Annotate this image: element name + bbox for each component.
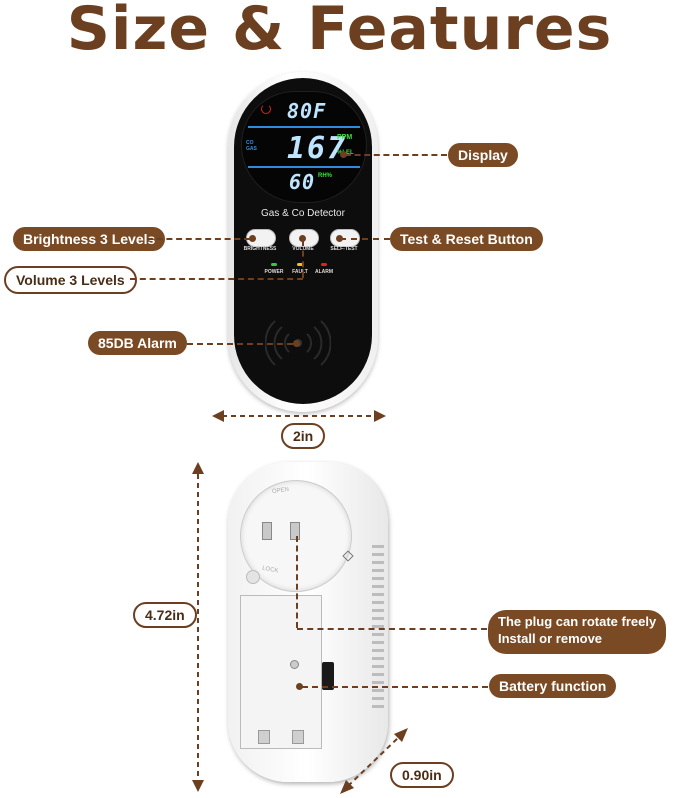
width-label: 2in [281, 423, 326, 449]
callout-test-reset-dot [336, 235, 343, 242]
lcd-divider-bottom [248, 166, 360, 168]
side-vent [372, 681, 384, 684]
callout-plug-vline [296, 536, 298, 628]
callout-brightness-line [147, 238, 250, 240]
battery-compartment [240, 595, 322, 749]
power-icon [261, 104, 271, 114]
side-vent [372, 577, 384, 580]
battery-contact-right [292, 730, 304, 744]
power-led-label: POWER [264, 269, 284, 275]
callout-volume-dot [299, 235, 306, 242]
device-name: Gas & Co Detector [261, 208, 345, 219]
side-vent [372, 545, 384, 548]
screw-hole [246, 570, 260, 584]
rh-unit: RH% [318, 173, 333, 179]
callout-battery: Battery function [489, 674, 617, 698]
side-vent [372, 705, 384, 708]
callout-display-line [345, 154, 447, 156]
callout-plug-line [297, 628, 487, 630]
side-vent [372, 593, 384, 596]
battery-screw [290, 660, 299, 669]
side-vent [372, 553, 384, 556]
humidity-readout: 60 [289, 170, 316, 194]
callout-volume: Volume 3 Levels [4, 266, 137, 294]
depth-arrow [340, 728, 408, 794]
co-gas-label: CO GAS [246, 140, 257, 152]
side-vent [372, 641, 384, 644]
alarm-led-label: ALARM [314, 269, 334, 275]
callout-display-dot [340, 151, 347, 158]
depth-label: 0.90in [390, 762, 454, 788]
callout-plug-line1: The plug can rotate freely [498, 614, 657, 629]
callout-volume-line [130, 278, 303, 280]
side-vent [372, 689, 384, 692]
callout-battery-line [302, 686, 488, 688]
plug-prong-left [262, 522, 272, 540]
side-vent [372, 625, 384, 628]
battery-contact-left [258, 730, 270, 744]
side-vent [372, 569, 384, 572]
alarm-led [321, 263, 327, 266]
ppm-readout: 167 [287, 131, 348, 166]
callout-plug: The plug can rotate freely Install or re… [488, 610, 667, 654]
callout-alarm-line [187, 343, 293, 345]
side-vent [372, 673, 384, 676]
fault-led [297, 263, 303, 266]
side-vent [372, 561, 384, 564]
self-test-button-label: SELF-TEST [330, 246, 358, 252]
power-led [271, 263, 277, 266]
callout-battery-dot [296, 683, 303, 690]
height-label: 4.72in [133, 602, 197, 628]
page-title: Size & Features [66, 0, 613, 64]
side-vent [372, 697, 384, 700]
temperature-readout: 80F [287, 99, 327, 123]
ppm-unit: PPM [337, 134, 353, 141]
side-vent [372, 585, 384, 588]
callout-test-reset: Test & Reset Button [390, 227, 543, 251]
height-arrow [192, 462, 204, 792]
side-vent [372, 649, 384, 652]
callout-plug-line2: Install or remove [498, 631, 603, 646]
side-vent [372, 657, 384, 660]
callout-brightness-dot [249, 235, 256, 242]
side-vent [372, 633, 384, 636]
plug-prong-right [290, 522, 300, 540]
width-arrow [212, 410, 386, 422]
side-vent [372, 617, 384, 620]
battery-switch[interactable] [322, 662, 334, 690]
side-vent [372, 609, 384, 612]
fault-led-label: FAULT [292, 269, 308, 275]
side-vent [372, 601, 384, 604]
callout-test-reset-line [340, 238, 390, 240]
callout-display: Display [448, 143, 518, 167]
callout-brightness: Brightness 3 Levels [13, 227, 166, 251]
callout-alarm-dot [293, 340, 300, 347]
lcd-divider-top [248, 126, 360, 128]
side-vent [372, 665, 384, 668]
callout-alarm: 85DB Alarm [88, 331, 187, 355]
brightness-button-label: BRIGHTNESS [243, 246, 277, 252]
callout-volume-vline [302, 240, 304, 278]
